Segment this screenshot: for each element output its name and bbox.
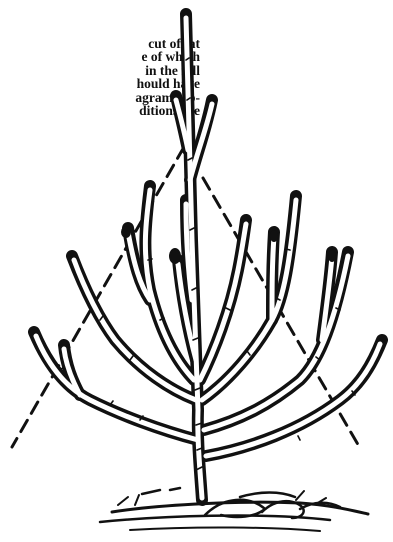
tree [34,14,382,500]
ground [100,488,368,531]
